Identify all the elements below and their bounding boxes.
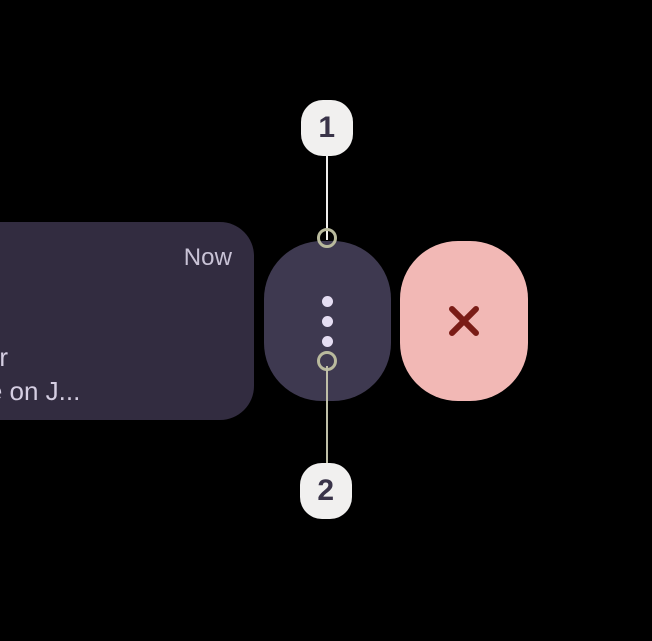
notification-timestamp: Now (183, 244, 232, 271)
notification-body-text: der: Your nt is due on J... (0, 342, 81, 406)
close-icon (442, 299, 486, 343)
annotation-badge-2: 2 (300, 463, 352, 519)
annotation-anchor-ring-1 (317, 228, 337, 248)
dot-1 (322, 295, 333, 307)
dot-3 (322, 335, 333, 347)
dot-2 (322, 315, 333, 327)
dismiss-button[interactable] (400, 241, 528, 401)
notification-card[interactable]: Now bank der: Your nt is due on J... (0, 222, 254, 420)
more-vertical-icon (322, 295, 333, 347)
annotation-badge-1: 1 (301, 100, 353, 156)
annotation-leader-line-1 (326, 152, 328, 240)
annotation-leader-line-2 (326, 366, 328, 468)
